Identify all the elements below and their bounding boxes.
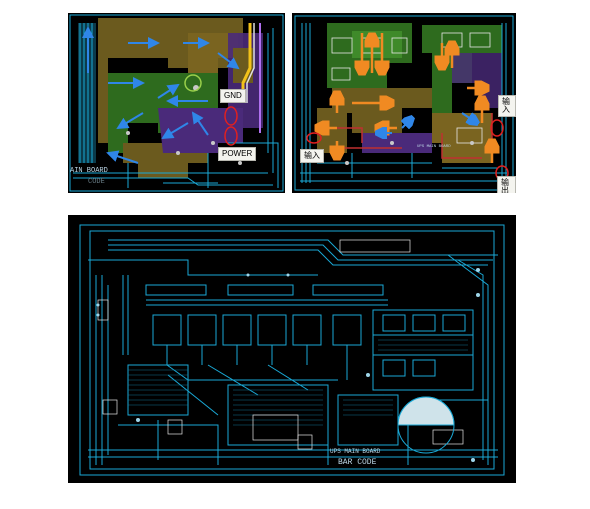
- gnd-label: GND: [220, 89, 246, 103]
- pcb-layout-svg-3: [79, 224, 505, 476]
- output-label: 输出: [497, 176, 516, 193]
- pcb-layout-full-routing: UPS MAIN BOARD BAR CODE: [68, 215, 516, 483]
- pcb-layout-svg-2: [294, 15, 514, 191]
- flow-arrows-blue-2: [377, 112, 477, 133]
- flow-arrows-blue: [82, 26, 240, 164]
- pcb-layout-power-flow: GND POWER AIN BOARD CODE: [68, 13, 285, 193]
- board-silkscreen-text-3: UPS MAIN BOARD: [330, 448, 381, 455]
- power-marker: [224, 126, 238, 146]
- capacitor-outline: [397, 396, 455, 426]
- pcb-layout-input-output: 输入 输入 输出 UPS MAIN BOARD: [292, 13, 516, 193]
- flow-arrows-orange: [317, 33, 492, 163]
- barcode-silkscreen-3: BAR CODE: [338, 458, 377, 467]
- input-label-left: 输入: [300, 149, 324, 163]
- gnd-marker: [224, 106, 238, 126]
- pcb-layout-svg-1: [69, 14, 284, 192]
- board-silkscreen-text: AIN BOARD: [70, 167, 108, 175]
- via-pad-ring: [184, 74, 202, 92]
- board-silkscreen-text-2: UPS MAIN BOARD: [417, 145, 451, 149]
- input-label-right: 输入: [498, 95, 516, 117]
- barcode-silkscreen: CODE: [88, 178, 105, 186]
- power-label: POWER: [218, 147, 257, 161]
